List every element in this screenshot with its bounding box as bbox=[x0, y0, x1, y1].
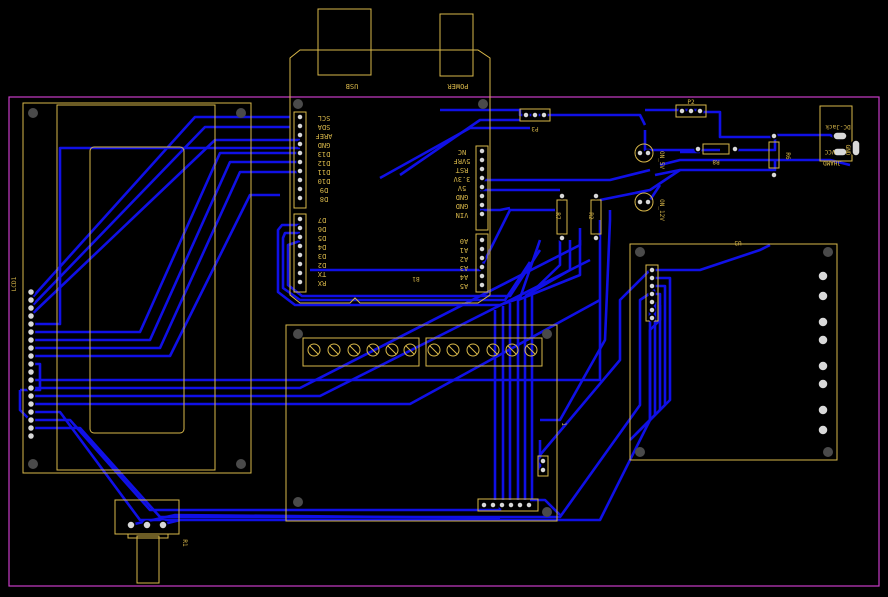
lcd-screen bbox=[89, 146, 185, 434]
right-pin-labels: NC 5VRF RST 3.3V 5V GND GND VIN A0 A1 A2… bbox=[453, 148, 471, 290]
pin-label: SDA bbox=[317, 123, 330, 131]
pin-label: GND bbox=[456, 202, 469, 210]
pin-label: A1 bbox=[460, 246, 468, 254]
arduino-outline bbox=[289, 49, 491, 304]
pin-label: A2 bbox=[460, 255, 468, 263]
pin-label: D4 bbox=[318, 243, 326, 251]
pin-label: 5V bbox=[457, 184, 466, 192]
led-5v-label: ON_5V bbox=[658, 151, 665, 169]
lcd-inner-frame bbox=[56, 104, 216, 471]
pin-label: NC bbox=[458, 148, 466, 156]
gnd-label: GND bbox=[844, 145, 851, 156]
pin-label: A3 bbox=[460, 264, 468, 272]
pin-label: VIN bbox=[456, 211, 469, 219]
p3-ref: P3 bbox=[531, 125, 539, 132]
pin-label: SCL bbox=[318, 114, 331, 122]
r6-ref: R6 bbox=[784, 152, 791, 160]
terminal-screws bbox=[307, 343, 538, 357]
pin-label: D8 bbox=[320, 195, 328, 203]
pin-label: A4 bbox=[460, 273, 468, 281]
relay-ref: U3 bbox=[734, 239, 742, 246]
dc-jack-label: DC-Jack bbox=[825, 123, 851, 130]
pin-label: RX bbox=[317, 279, 326, 287]
p2-ref: P2 bbox=[687, 99, 695, 106]
pin-label: D10 bbox=[318, 177, 331, 185]
dc-note: JHAMD bbox=[823, 159, 841, 166]
pot-ref: R1 bbox=[181, 539, 188, 547]
mounting-holes bbox=[28, 99, 833, 517]
labels: USB POWER B1 SCL SDA AREF GND D13 D12 D1… bbox=[11, 82, 851, 547]
pin-label: D3 bbox=[318, 252, 326, 260]
terminal-module-outline bbox=[285, 324, 558, 522]
pin-label: TX bbox=[317, 270, 326, 278]
power-label: POWER bbox=[447, 82, 469, 90]
pin-label: GND bbox=[456, 193, 469, 201]
lcd-outline bbox=[22, 102, 252, 474]
left-pin-labels: SCL SDA AREF GND D13 D12 D11 D10 D9 D8 D… bbox=[316, 114, 333, 287]
pin-label: 3.3V bbox=[453, 175, 471, 183]
r7-ref: R7 bbox=[554, 212, 561, 220]
pin-label: AREF bbox=[316, 132, 333, 140]
pin-label: GND bbox=[318, 141, 331, 149]
pin-label: D6 bbox=[318, 225, 326, 233]
pin-label: RST bbox=[455, 166, 468, 174]
relay-module-outline bbox=[629, 243, 838, 461]
pin-label: D9 bbox=[320, 186, 328, 194]
usb-label: USB bbox=[346, 82, 359, 90]
lcd-ref: LCD1 bbox=[11, 276, 18, 291]
board-edge bbox=[8, 96, 880, 587]
vcc-label: VCC bbox=[824, 148, 835, 155]
traces bbox=[18, 108, 851, 527]
pin-label: D2 bbox=[318, 261, 326, 269]
power-connector bbox=[439, 13, 474, 77]
arduino-ref: B1 bbox=[412, 275, 420, 282]
usb-connector bbox=[317, 8, 372, 76]
r2-ref: R2 bbox=[587, 212, 594, 220]
pin-label: 5VRF bbox=[454, 157, 471, 165]
pads bbox=[26, 107, 861, 530]
pin-label: A5 bbox=[460, 282, 468, 290]
led-12v-label: ON_12V bbox=[658, 199, 665, 221]
pin-label: D7 bbox=[318, 216, 326, 224]
pin-label: D5 bbox=[318, 234, 326, 242]
pin-label: A0 bbox=[460, 237, 468, 245]
pin-label: D12 bbox=[318, 159, 331, 167]
pin-label: D13 bbox=[318, 150, 331, 158]
r8-ref: R8 bbox=[712, 158, 720, 165]
dc-jack-outline bbox=[819, 105, 853, 162]
silkscreen bbox=[22, 8, 853, 584]
pin-label: D11 bbox=[318, 168, 331, 176]
terminal-ref: 1 bbox=[560, 422, 567, 426]
